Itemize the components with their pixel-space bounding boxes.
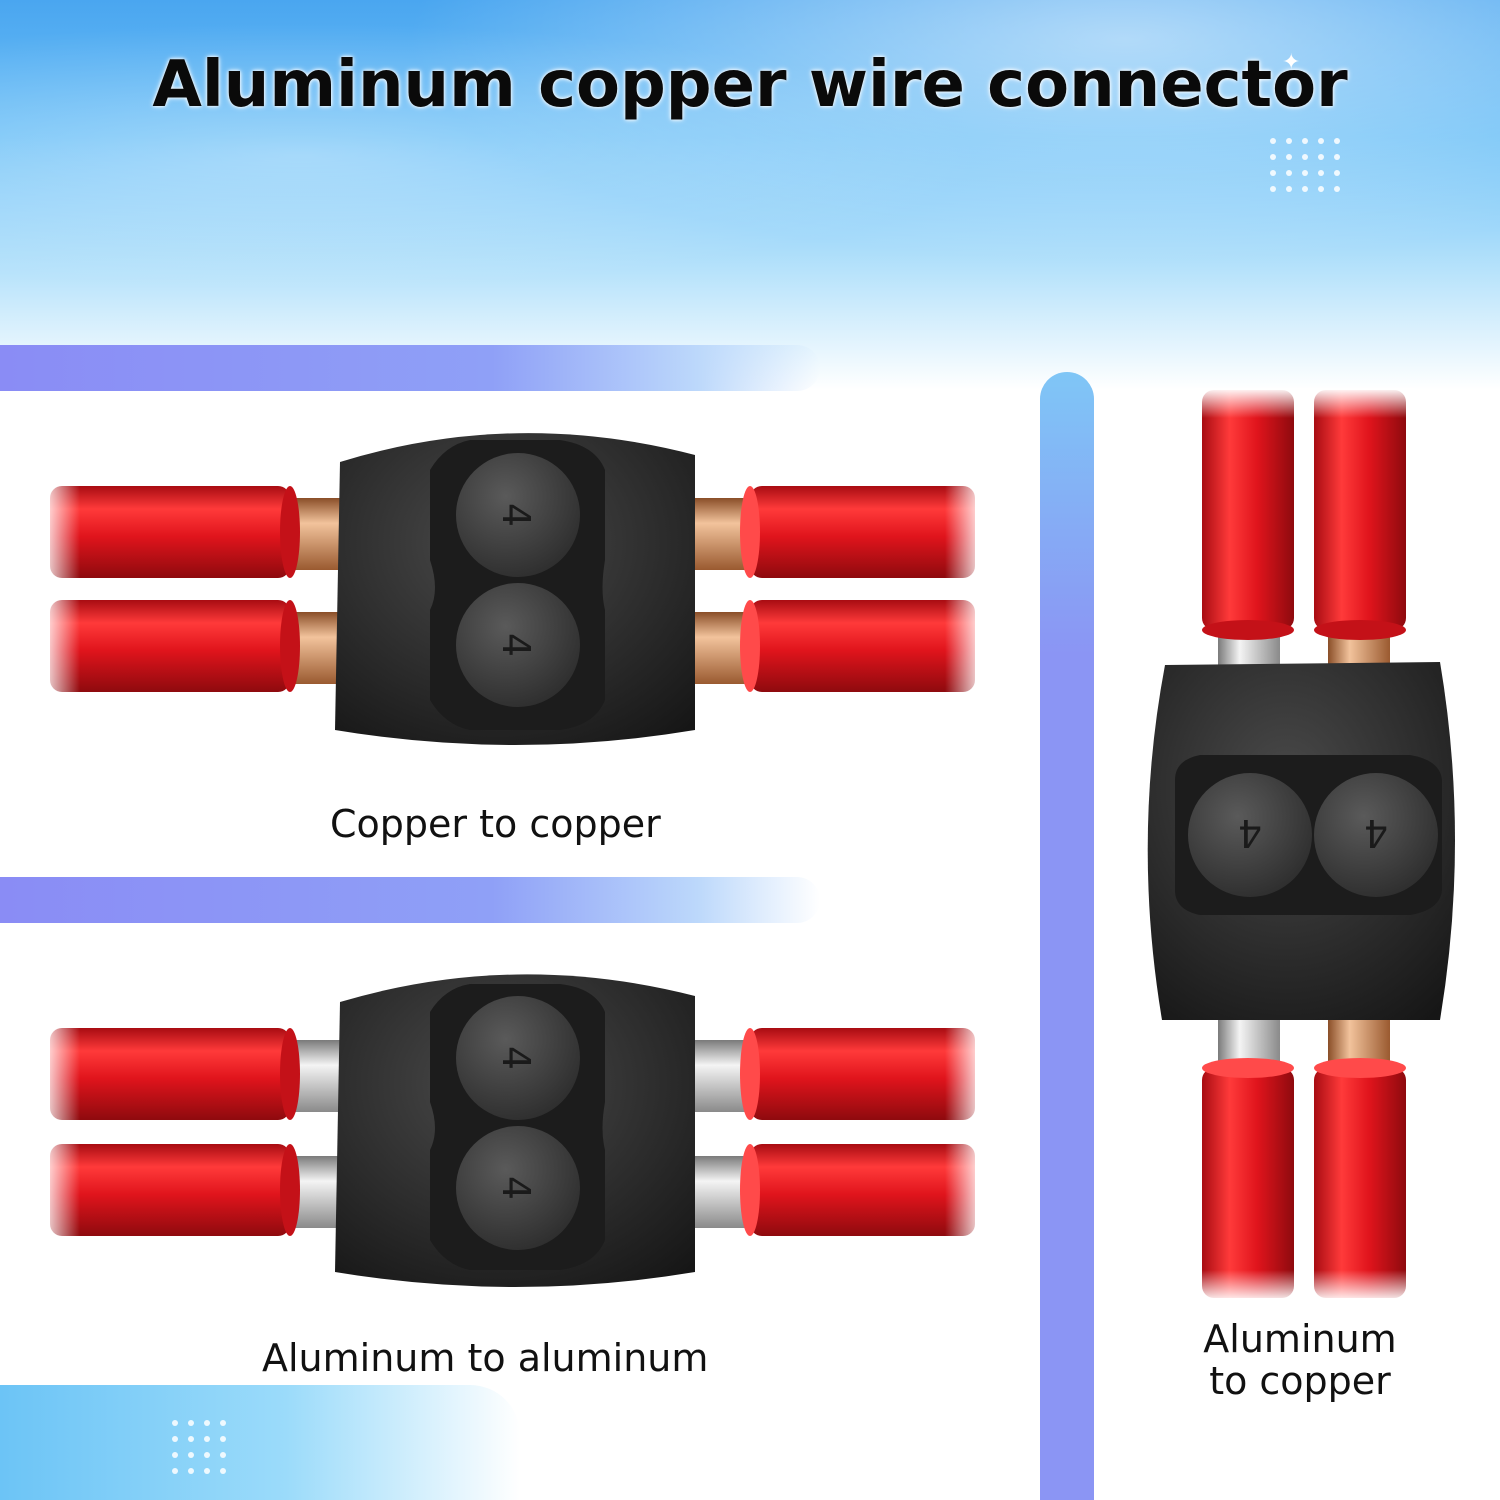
- aluminum-to-aluminum-connector: [50, 974, 975, 1287]
- dot-grid-decoration-bottom: [172, 1420, 226, 1474]
- section-band-vertical: [1040, 372, 1094, 1500]
- aluminum-to-copper-label-line2: to copper: [1209, 1359, 1391, 1403]
- section-band-top: [0, 345, 820, 391]
- cap-marking: 4: [494, 633, 538, 657]
- cap-marking: 4: [494, 1046, 538, 1070]
- aluminum-to-copper-label-line1: Aluminum: [1203, 1317, 1397, 1361]
- cap-marking: 4: [494, 1176, 538, 1200]
- cap-marking: 4: [1238, 811, 1262, 855]
- dot-grid-decoration-top: [1270, 138, 1340, 192]
- header-background: [0, 0, 1500, 390]
- sparkle-icon: ✦: [1282, 50, 1301, 75]
- section-band-middle: [0, 877, 820, 923]
- copper-to-copper-label: Copper to copper: [330, 802, 661, 846]
- aluminum-to-copper-label: Aluminum to copper: [1180, 1318, 1420, 1402]
- aluminum-to-copper-connector: [1147, 390, 1455, 1298]
- cap-marking: 4: [1364, 811, 1388, 855]
- aluminum-to-aluminum-label: Aluminum to aluminum: [262, 1336, 709, 1380]
- cap-marking: 4: [494, 503, 538, 527]
- copper-to-copper-connector: [50, 433, 975, 745]
- corner-decoration: [0, 1385, 520, 1500]
- page-title: Aluminum copper wire connector: [152, 48, 1348, 122]
